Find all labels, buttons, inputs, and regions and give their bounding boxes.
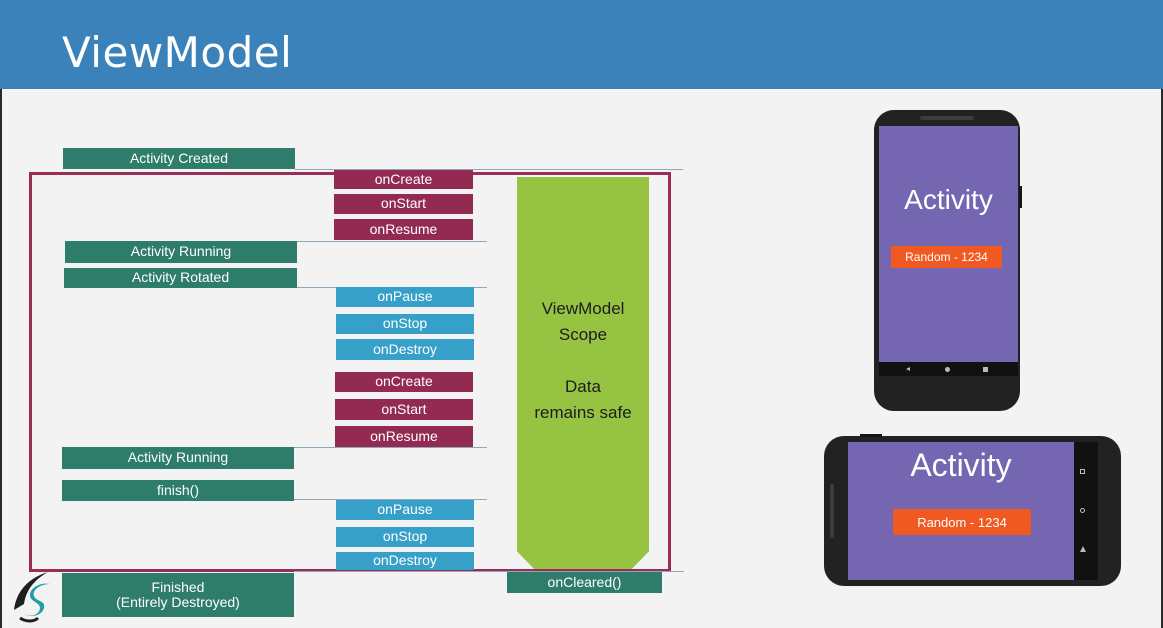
home-icon xyxy=(945,367,950,372)
on-start-box: onStart xyxy=(334,194,473,214)
timeline-line xyxy=(294,447,487,448)
activity-running-box: Activity Running xyxy=(62,447,294,469)
viewmodel-scope-text: ViewModel Scope Data remains safe xyxy=(534,299,632,422)
finish-call-box: finish() xyxy=(62,480,294,501)
activity-label: Activity xyxy=(904,184,993,215)
on-stop-box: onStop xyxy=(336,314,474,334)
on-pause-box: onPause xyxy=(336,287,474,307)
activity-label: Activity xyxy=(910,447,1012,483)
on-start-box: onStart xyxy=(335,399,473,420)
timeline-line xyxy=(294,499,487,500)
finished-box: Finished (Entirely Destroyed) xyxy=(62,573,294,617)
left-edge-line xyxy=(0,89,2,628)
back-icon xyxy=(906,367,910,371)
timeline-line xyxy=(297,241,487,242)
random-number-badge: Random - 1234 xyxy=(891,246,1002,268)
on-resume-box: onResume xyxy=(335,426,473,447)
on-stop-box: onStop xyxy=(336,527,474,547)
home-icon xyxy=(1080,508,1085,513)
activity-rotated-box: Activity Rotated xyxy=(64,268,297,288)
back-icon xyxy=(1080,546,1086,552)
activity-running-box: Activity Running xyxy=(65,241,297,263)
activity-created-box: Activity Created xyxy=(63,148,295,169)
phone-speaker xyxy=(920,116,974,120)
page-title: ViewModel xyxy=(62,28,293,77)
phone-side-button xyxy=(1019,186,1022,208)
viewmodel-scope-bar xyxy=(517,177,649,569)
timeline-line xyxy=(295,169,683,170)
right-edge-line xyxy=(1161,89,1163,628)
on-destroy-box: onDestroy xyxy=(336,339,474,360)
timeline-line xyxy=(294,571,684,572)
phone-navigation-bar xyxy=(1074,442,1098,580)
phone-side-button xyxy=(860,434,882,437)
header-bar: ViewModel xyxy=(0,0,1163,89)
on-create-box: onCreate xyxy=(335,372,473,392)
recents-icon xyxy=(983,367,988,372)
on-create-box: onCreate xyxy=(334,170,473,189)
logo-icon xyxy=(6,566,64,624)
on-cleared-box: onCleared() xyxy=(507,572,662,593)
on-resume-box: onResume xyxy=(334,219,473,240)
random-number-badge: Random - 1234 xyxy=(893,509,1031,535)
on-destroy-box: onDestroy xyxy=(336,552,474,570)
recents-icon xyxy=(1080,469,1085,474)
phone-speaker xyxy=(830,484,834,538)
on-pause-box: onPause xyxy=(336,500,474,520)
